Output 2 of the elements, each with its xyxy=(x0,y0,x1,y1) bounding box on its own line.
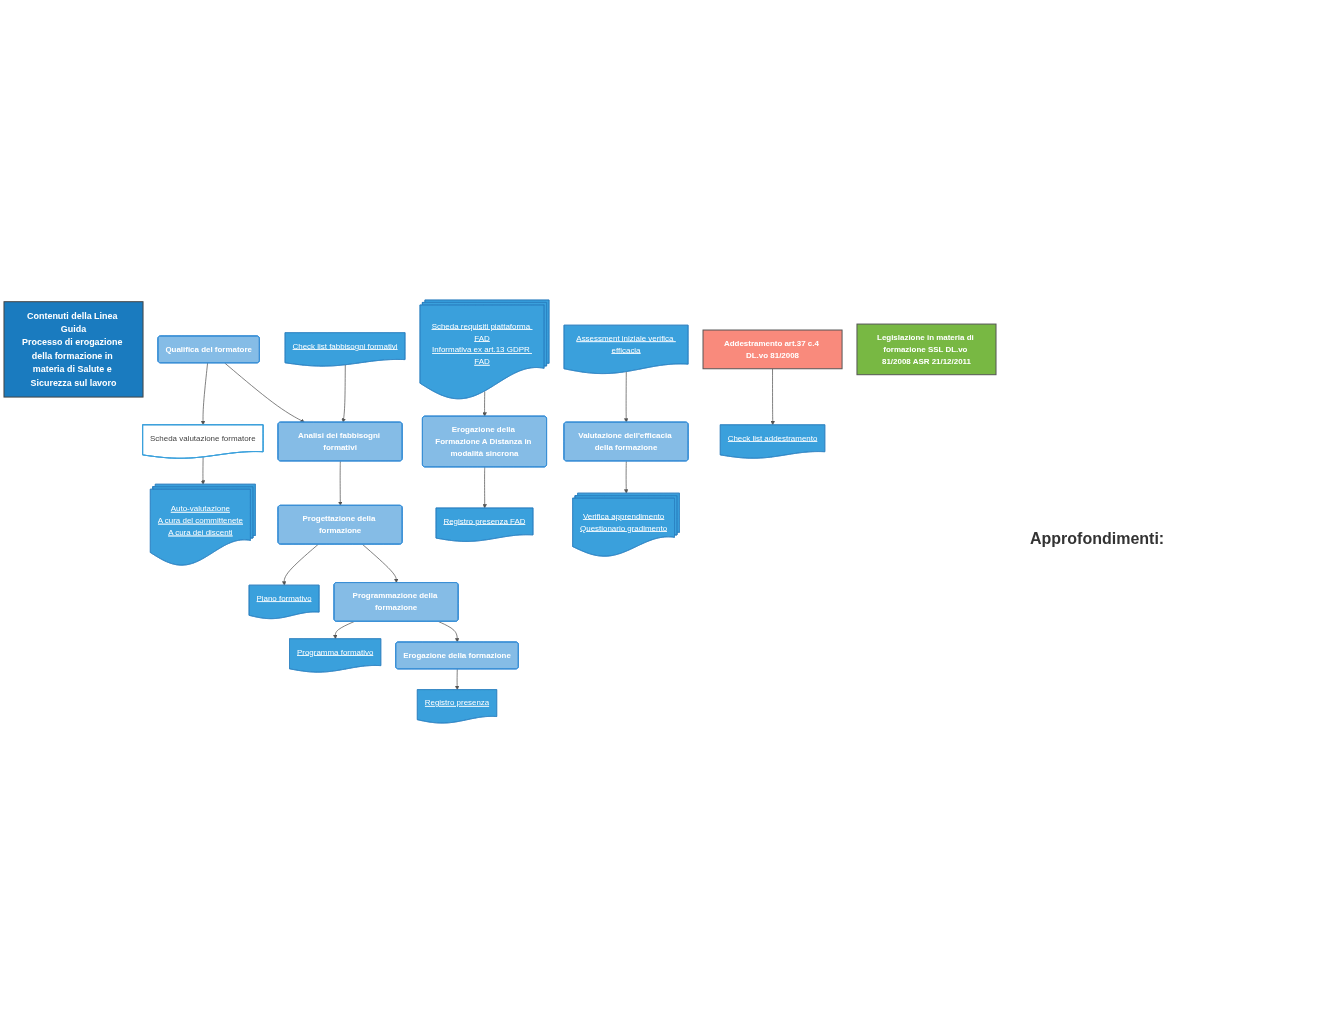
node-box: Contenuti della Linea Guida Processo di erogazione della formazione in materia di Salute e Sicurezza sul lavoro xyxy=(3,301,144,399)
section-heading: Approfondimenti: xyxy=(1030,530,1165,547)
